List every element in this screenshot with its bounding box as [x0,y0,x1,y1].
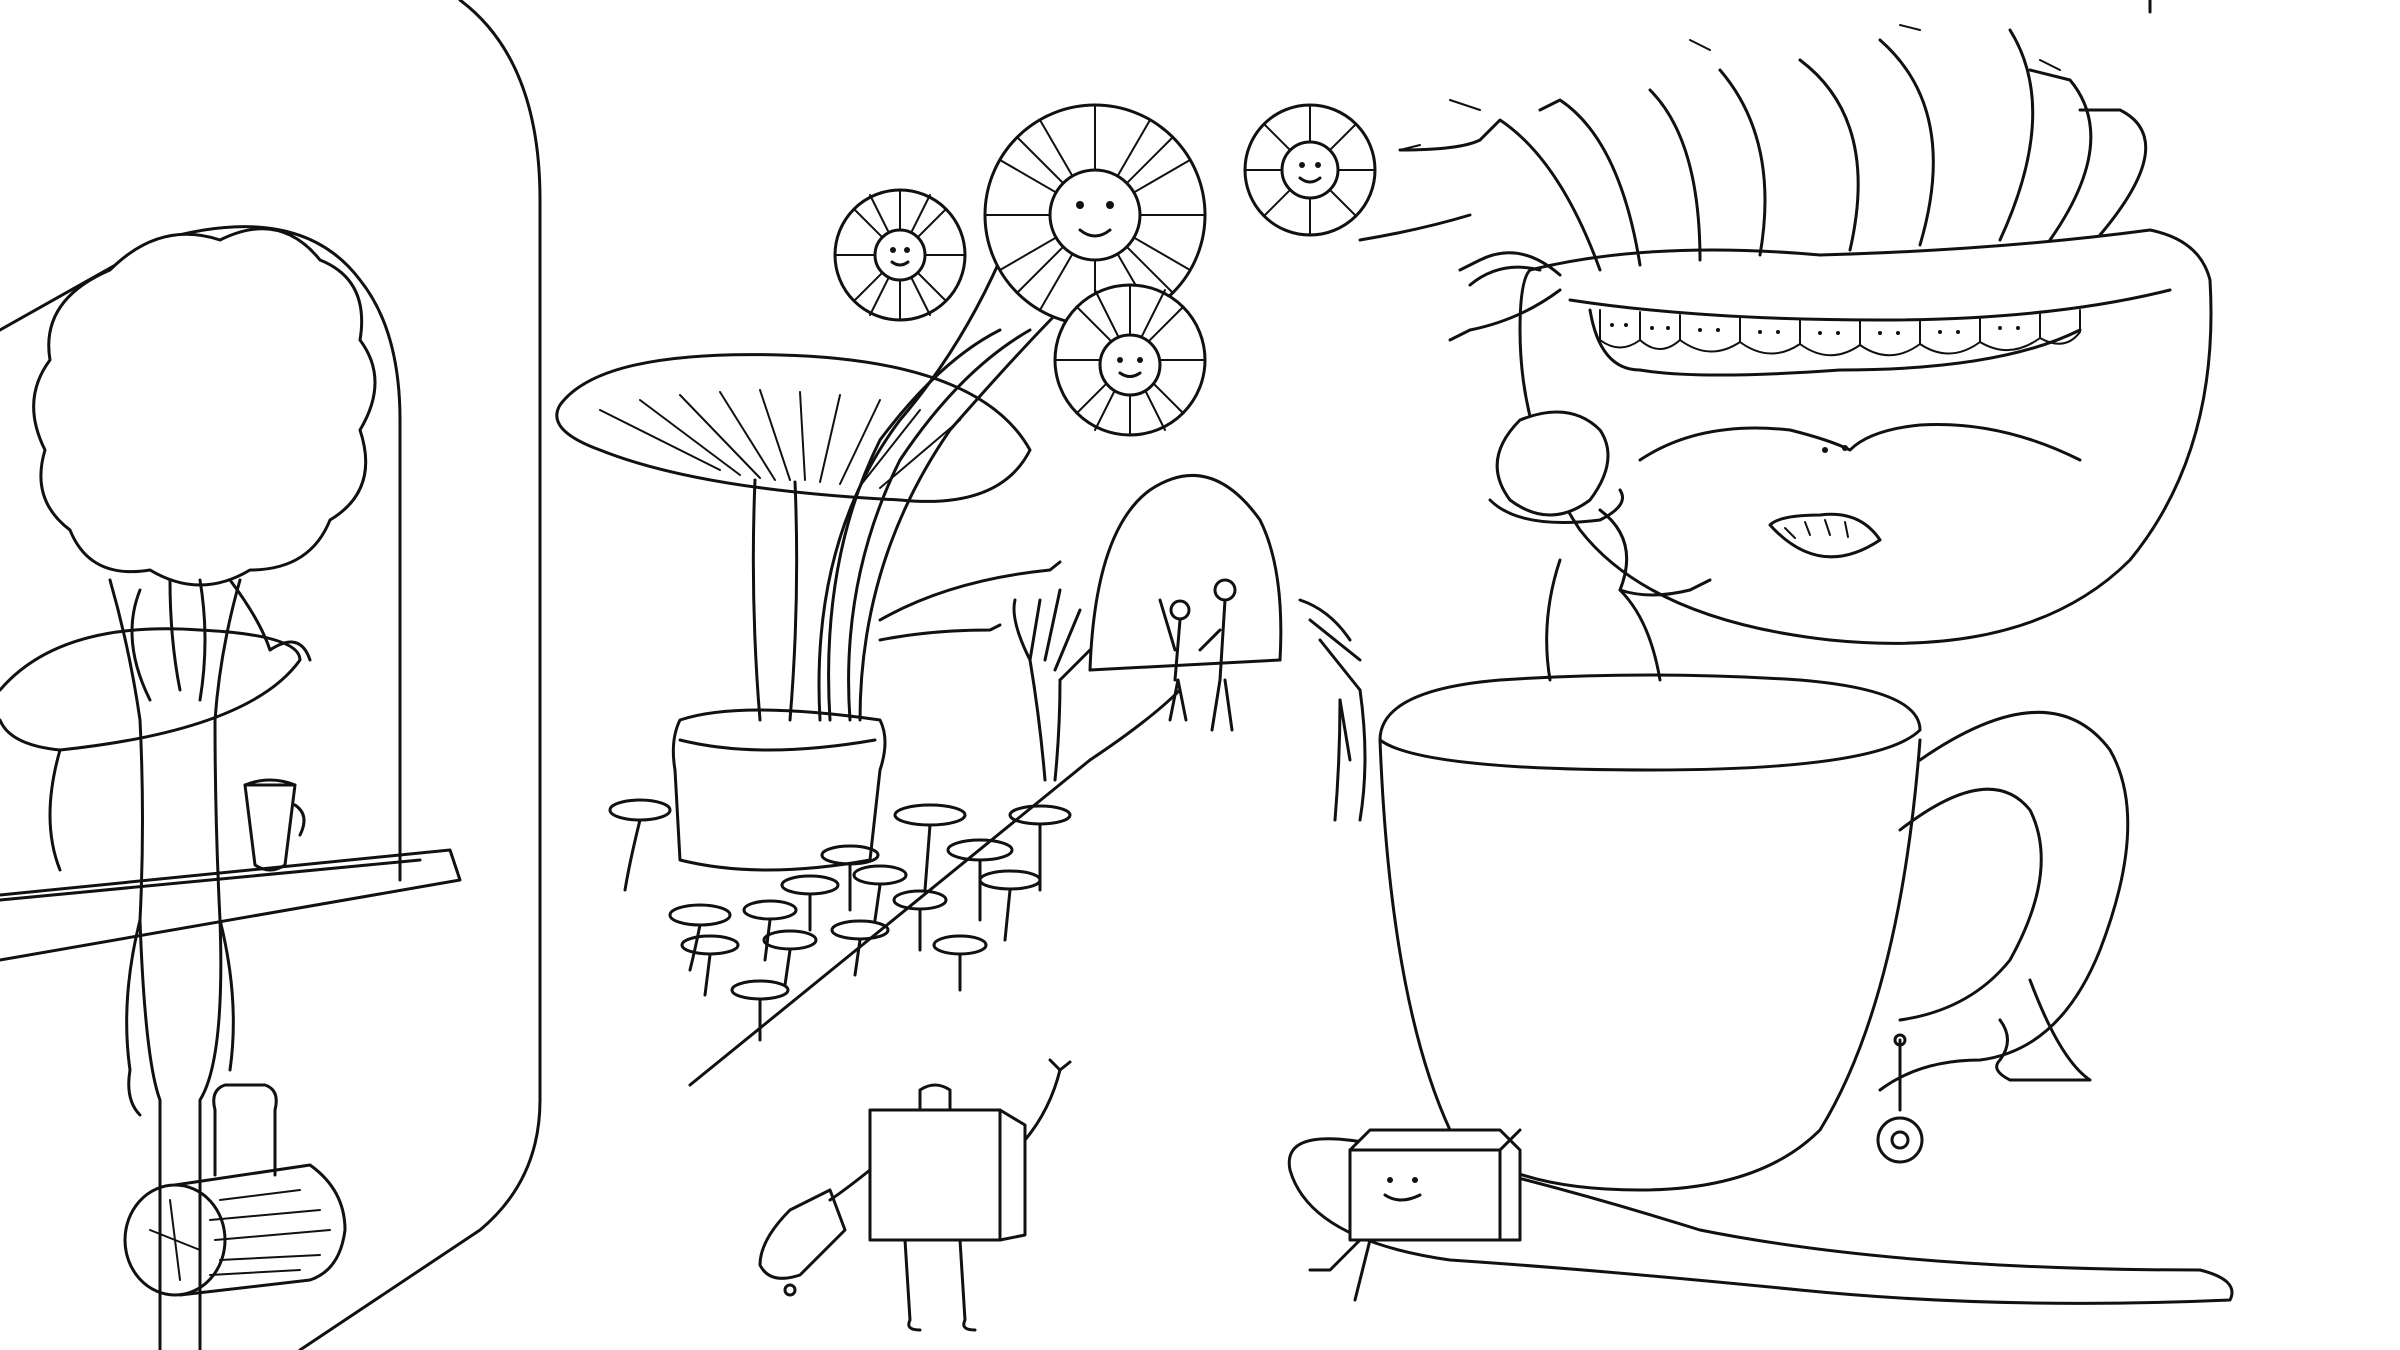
walking-people-couple [1158,578,1237,732]
arched-wall-with-window [0,0,542,1350]
pointing-hand-tendrils [1358,24,2148,342]
daisy-earring [1876,1033,1924,1164]
daisy-large [983,103,1207,327]
smiling-daisy-flowers [833,103,1377,437]
sugar-cube-character [1308,1128,1522,1302]
briefcase-character-with-rolling-suitcase [758,1058,1072,1332]
waving-hand-plants [1012,588,1367,822]
woman-in-hat [1488,410,1712,682]
daisy-left [833,188,967,322]
giant-smiling-mouth-with-teeth-faces [1518,228,2213,645]
cup-in-window [243,778,306,872]
mushroom-stools [608,798,1072,1042]
tree-character-holding-cup [32,227,377,1350]
giant-mushroom-in-pot [555,353,1032,872]
daisy-lower [1053,283,1207,437]
tunnel-archway [1088,474,1283,672]
giant-teacup [1378,673,2130,1192]
daisy-right [1243,103,1377,237]
woman-leg-heel [1995,978,2092,1082]
small-mushroom-in-window [0,627,302,872]
pointing-hand-branches-left [878,560,1062,642]
log-handbag [123,1083,347,1297]
flower-stems [817,258,1072,722]
